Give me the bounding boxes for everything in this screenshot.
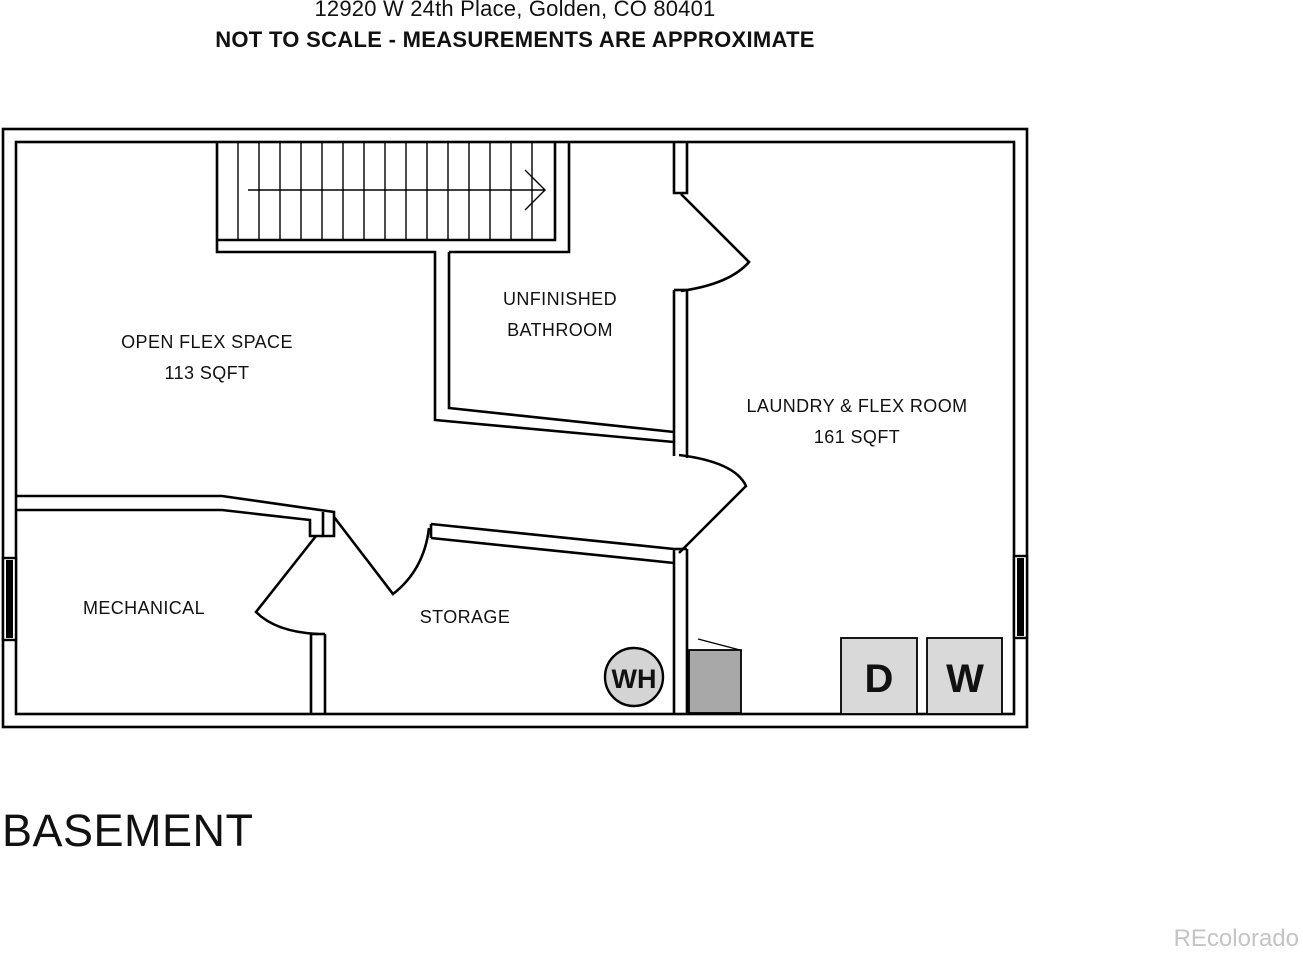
water-heater-label: WH: [612, 664, 657, 694]
inner-wall-outline: [14, 140, 1016, 716]
scale-disclaimer: NOT TO SCALE - MEASUREMENTS ARE APPROXIM…: [215, 27, 815, 52]
mechanical-room-name: MECHANICAL: [83, 598, 205, 618]
mechanical-door-swing: [254, 535, 319, 636]
dryer-label: D: [865, 657, 894, 701]
outer-wall: [1, 127, 1029, 729]
watermark: REcolorado: [1173, 925, 1299, 952]
bathroom-walls: [672, 142, 689, 458]
stairs: [215, 142, 676, 456]
property-address: 12920 W 24th Place, Golden, CO 80401: [314, 0, 716, 21]
laundry-door-swing: [678, 453, 748, 554]
dryer-icon: [840, 637, 918, 715]
level-label: BASEMENT: [2, 805, 254, 856]
water-heater-icon: [603, 646, 665, 708]
laundry-room-area: 161 SQFT: [814, 427, 900, 447]
storage-walls: [16, 494, 675, 565]
washer-label: W: [946, 657, 984, 701]
open-flex-space-area: 113 SQFT: [165, 363, 250, 383]
bathroom-name-line1: UNFINISHED: [503, 289, 617, 309]
storage-door-swing: [332, 516, 431, 596]
laundry-sink-icon: [688, 649, 742, 714]
window-left-pane: [6, 560, 13, 638]
window-right-pane: [1017, 558, 1024, 636]
mechanical-walls: [309, 632, 327, 714]
open-flex-space-name: OPEN FLEX SPACE: [121, 332, 293, 352]
bathroom-door-swing: [680, 193, 751, 293]
bathroom-name-line2: BATHROOM: [507, 320, 613, 340]
storage-room-name: STORAGE: [420, 607, 511, 627]
stair-direction-arrow: [248, 169, 546, 211]
laundry-room-name: LAUNDRY & FLEX ROOM: [747, 396, 968, 416]
washer-icon: [926, 637, 1003, 715]
